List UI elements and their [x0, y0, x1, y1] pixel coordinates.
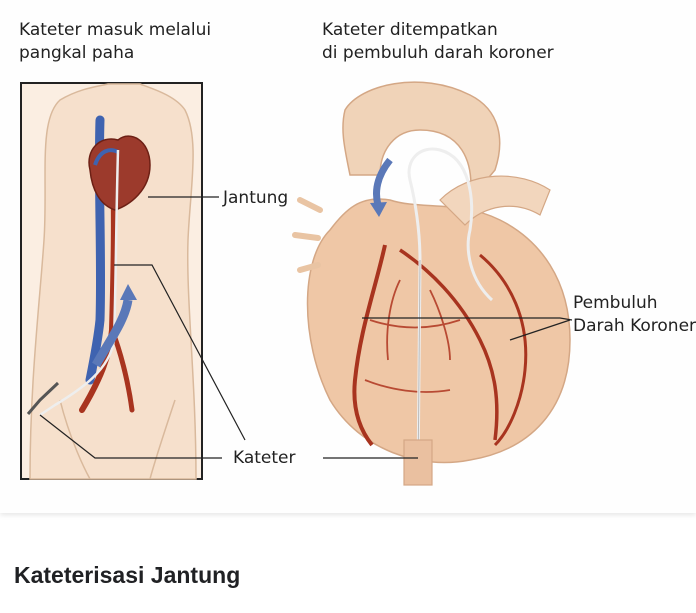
- arrow-head-left: [120, 284, 137, 300]
- leader-catheter-upper: [114, 264, 246, 441]
- hips: [59, 399, 176, 480]
- label-coronary-line2: di pembuluh darah koroner: [322, 43, 554, 63]
- label-groin-line2: pangkal paha: [19, 43, 135, 63]
- label-vessel-line1: Pembuluh: [573, 293, 658, 313]
- leader-catheter-lower: [39, 414, 222, 459]
- direction-arrow-left: [92, 299, 133, 368]
- direction-arrow-right: [373, 157, 393, 206]
- catheter-heart-path: [407, 147, 494, 483]
- vessel-stubs: [292, 197, 323, 273]
- aortic-arch: [342, 81, 501, 203]
- body-heart: [88, 135, 151, 211]
- descending-aorta: [403, 439, 433, 486]
- label-coronary-line1: Kateter ditempatkan: [322, 20, 498, 40]
- circumflex-artery: [479, 253, 528, 447]
- heart-vessel: [93, 148, 119, 166]
- label-vessel-line2: Darah Koroner: [573, 316, 696, 336]
- label-groin-line1: Kateter masuk melalui: [19, 20, 212, 40]
- page-title: Kateterisasi Jantung: [14, 562, 241, 588]
- diagram-card: Kateter masuk melalui pangkal paha Katet…: [19, 20, 696, 486]
- left-anterior-descending: [399, 248, 499, 441]
- arrow-head-right: [370, 202, 387, 217]
- leader-coronary-upper: [362, 317, 573, 321]
- label-catheter: Kateter: [233, 448, 296, 468]
- catheter-insertion: [26, 381, 60, 415]
- pulmonary-trunk: [439, 175, 551, 226]
- catheterization-illustration: [20, 81, 573, 486]
- heart-body: [306, 198, 571, 464]
- label-heart: Jantung: [223, 188, 289, 208]
- right-coronary-artery: [352, 244, 387, 447]
- coronary-branches: [364, 279, 461, 393]
- leader-coronary-lower: [509, 319, 571, 341]
